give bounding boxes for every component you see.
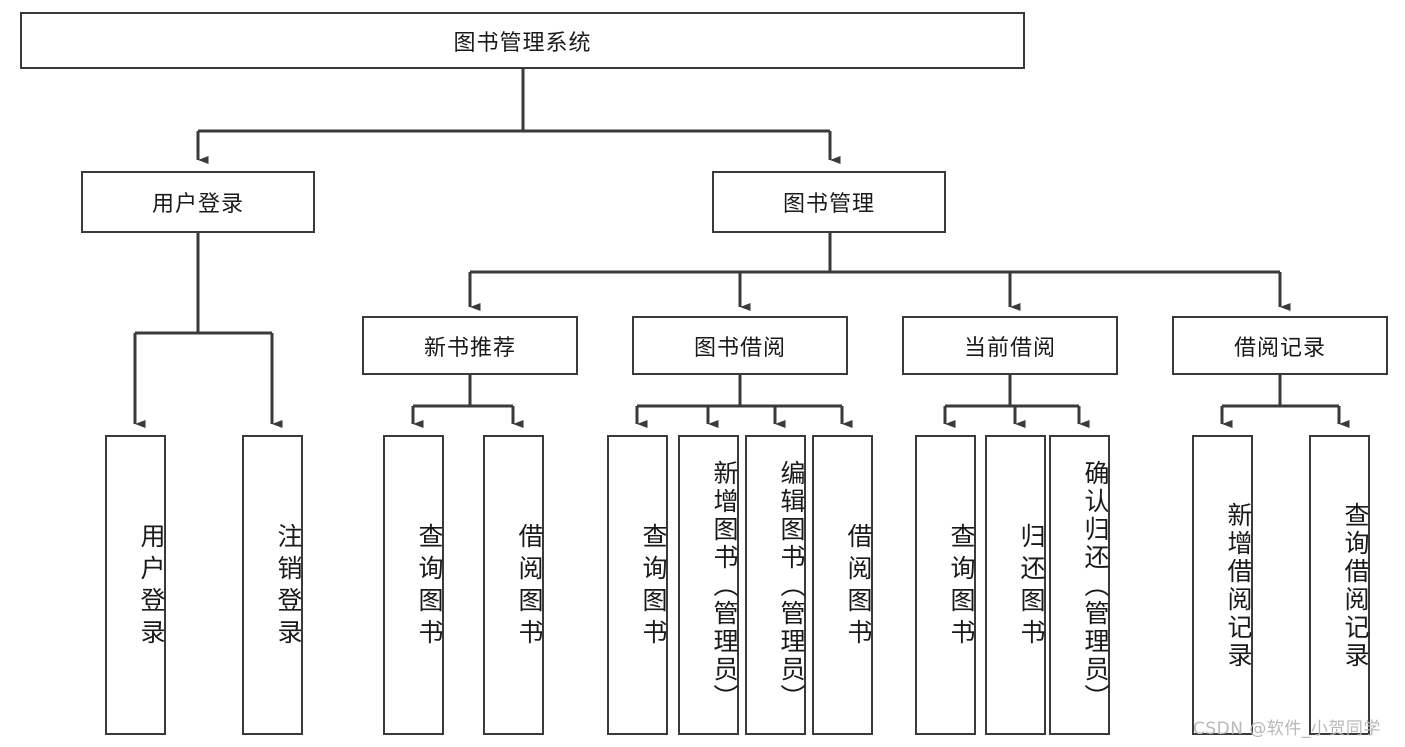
node-current-borrow[interactable]: 当前借阅 xyxy=(902,316,1118,375)
node-leaf-user-logout[interactable]: 注销登录 xyxy=(242,435,303,735)
node-book-borrow[interactable]: 图书借阅 xyxy=(632,316,848,375)
node-leaf-query-book-borrow[interactable]: 查询图书 xyxy=(607,435,668,735)
node-leaf-return-book[interactable]: 归还图书 xyxy=(985,435,1046,735)
node-leaf-confirm-return-admin[interactable]: 确认归还（管理员） xyxy=(1049,435,1110,735)
node-leaf-edit-book-admin[interactable]: 编辑图书（管理员） xyxy=(745,435,806,735)
node-root-book-management-system[interactable]: 图书管理系统 xyxy=(20,12,1025,69)
node-user-login[interactable]: 用户登录 xyxy=(81,171,315,233)
node-leaf-user-login[interactable]: 用户登录 xyxy=(105,435,166,735)
node-leaf-query-book-new[interactable]: 查询图书 xyxy=(383,435,444,735)
node-leaf-borrow-book-new[interactable]: 借阅图书 xyxy=(483,435,544,735)
node-leaf-borrow-book[interactable]: 借阅图书 xyxy=(812,435,873,735)
node-new-book-recommendation[interactable]: 新书推荐 xyxy=(362,316,578,375)
node-leaf-query-borrow-record[interactable]: 查询借阅记录 xyxy=(1309,435,1370,735)
node-borrow-record[interactable]: 借阅记录 xyxy=(1172,316,1388,375)
node-book-management[interactable]: 图书管理 xyxy=(712,171,946,233)
node-leaf-add-book-admin[interactable]: 新增图书（管理员） xyxy=(678,435,739,735)
watermark-csdn: CSDN @软件_小贺同学 xyxy=(1193,719,1381,739)
node-leaf-query-book-current[interactable]: 查询图书 xyxy=(915,435,976,735)
node-leaf-add-borrow-record[interactable]: 新增借阅记录 xyxy=(1192,435,1253,735)
